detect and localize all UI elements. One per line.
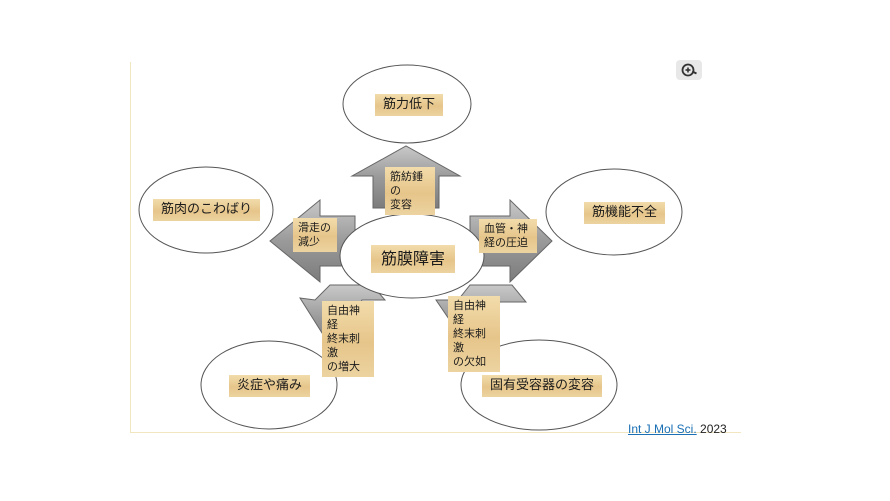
center-label: 筋膜障害 [371,245,456,273]
outcome-label-left: 筋肉のこわばり [153,199,261,221]
mechanism-label-right: 血管・神 経の圧迫 [479,219,537,253]
zoom-icon [681,63,697,77]
mechanism-left-line-1: 滑走の [298,221,331,234]
mechanism-top-line-1: 筋紡錘の [390,170,423,197]
figure-frame [130,62,741,433]
mechanism-right-line-1: 血管・神 [484,222,528,235]
mechanism-bottom-right-line-3: の欠如 [453,355,486,368]
mechanism-label-left: 滑走の 減少 [293,218,337,252]
outcome-label-right: 筋機能不全 [584,202,666,224]
outcome-label-bottom-left: 炎症や痛み [229,375,311,397]
mechanism-bottom-left-line-2: 終末刺激 [327,332,360,359]
citation-link[interactable]: Int J Mol Sci. [628,422,697,436]
citation: Int J Mol Sci. 2023 [628,422,727,436]
citation-year: 2023 [700,422,727,436]
mechanism-bottom-left-line-1: 自由神経 [327,304,360,331]
mechanism-bottom-right-line-2: 終末刺激 [453,327,486,354]
zoom-button[interactable] [676,60,702,80]
mechanism-left-line-2: 減少 [298,235,320,248]
mechanism-top-line-2: 変容 [390,198,412,211]
outcome-label-bottom-right: 固有受容器の変容 [482,375,603,397]
mechanism-label-top: 筋紡錘の 変容 [385,167,435,215]
mechanism-label-bottom-left: 自由神経 終末刺激 の増大 [322,301,374,377]
mechanism-right-line-2: 経の圧迫 [484,236,528,249]
mechanism-bottom-right-line-1: 自由神経 [453,299,486,326]
mechanism-label-bottom-right: 自由神経 終末刺激 の欠如 [448,296,500,372]
mechanism-bottom-left-line-3: の増大 [327,360,360,373]
outcome-label-top: 筋力低下 [375,94,444,116]
